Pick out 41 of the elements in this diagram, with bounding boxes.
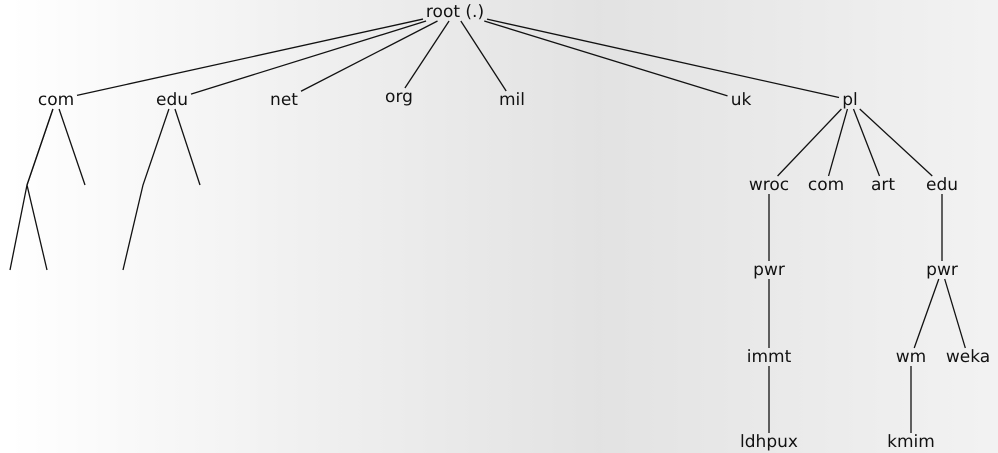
connector-line <box>944 278 966 348</box>
domain-label: root (.) <box>426 2 484 22</box>
domain-label: pwr <box>926 260 958 280</box>
domain-label: art <box>870 175 896 195</box>
connector-line <box>404 20 450 88</box>
connector-line <box>76 18 424 96</box>
domain-label: wroc <box>748 175 790 195</box>
domain-label: edu <box>926 175 958 195</box>
connector-line <box>122 108 170 270</box>
domain-label: ldhpux <box>740 432 798 452</box>
connector-line <box>768 194 770 261</box>
domain-label: org <box>385 87 413 107</box>
connector-line <box>914 278 940 348</box>
connector-line <box>300 20 438 92</box>
domain-label: weka <box>946 347 990 367</box>
domain-label: mil <box>499 90 525 110</box>
connector-line <box>768 279 770 348</box>
connector-line <box>26 108 54 270</box>
connector-line <box>852 108 880 176</box>
connector-line <box>941 194 943 261</box>
connector-line <box>190 20 426 95</box>
domain-label: kmim <box>887 432 935 452</box>
connector-line <box>174 108 201 186</box>
connector-line <box>910 366 912 433</box>
domain-label: net <box>270 90 298 110</box>
connector-line <box>460 20 507 92</box>
domain-label: pwr <box>753 260 785 280</box>
connector-line <box>486 18 840 98</box>
domain-label: pl <box>842 90 858 110</box>
domain-label: edu <box>156 90 188 110</box>
domain-label: com <box>808 175 844 195</box>
domain-label: com <box>38 90 74 110</box>
connector-line <box>859 108 933 176</box>
connector-line <box>768 366 770 433</box>
domain-label: uk <box>730 90 752 110</box>
connector-line <box>828 108 848 176</box>
connector-line <box>58 108 86 186</box>
connector-line <box>777 108 842 176</box>
connector-line <box>484 20 728 96</box>
domain-label: immt <box>746 347 792 367</box>
domain-label: wm <box>896 347 926 367</box>
